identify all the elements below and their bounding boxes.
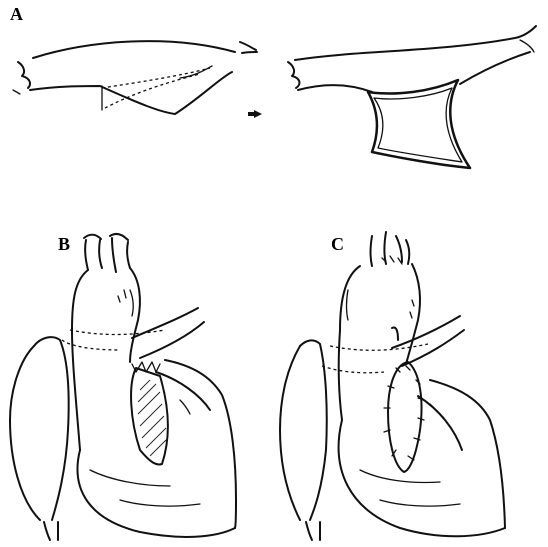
panel-label-c: C	[331, 234, 344, 254]
heart-b	[10, 234, 236, 540]
panel-c: C	[280, 232, 505, 540]
heart-c	[280, 232, 505, 540]
panel-a: A	[10, 4, 536, 168]
arrow-icon	[248, 110, 262, 118]
vessel-before-patch	[13, 41, 257, 114]
panel-b: B	[10, 234, 236, 540]
vessel-with-patch	[288, 26, 536, 168]
hatched-patch	[138, 380, 166, 456]
panel-label-a: A	[10, 4, 23, 24]
panel-label-b: B	[58, 234, 70, 254]
